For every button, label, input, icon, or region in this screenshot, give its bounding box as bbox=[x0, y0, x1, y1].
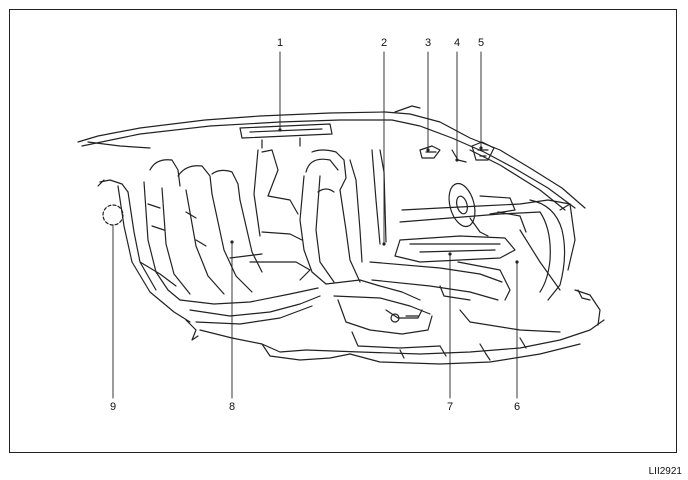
callout-8: 8 bbox=[228, 401, 236, 413]
callout-3: 3 bbox=[424, 37, 432, 49]
callout-5: 5 bbox=[477, 37, 485, 49]
sunroof bbox=[239, 123, 333, 139]
floor bbox=[199, 309, 605, 365]
roof bbox=[77, 105, 586, 209]
front-seat bbox=[299, 149, 441, 349]
callout-4: 4 bbox=[453, 37, 461, 49]
rear-seats bbox=[143, 159, 321, 325]
figure-code: LII2921 bbox=[648, 466, 682, 477]
cargo-area bbox=[97, 179, 199, 341]
figure-frame bbox=[9, 9, 677, 453]
doors bbox=[253, 149, 387, 245]
item-9-marker bbox=[102, 204, 124, 226]
callout-6: 6 bbox=[513, 401, 521, 413]
dashboard bbox=[399, 149, 601, 326]
callout-9: 9 bbox=[109, 401, 117, 413]
callout-2: 2 bbox=[380, 37, 388, 49]
callout-1: 1 bbox=[276, 37, 284, 49]
steering-wheel bbox=[448, 182, 476, 228]
callout-7: 7 bbox=[446, 401, 454, 413]
center-console bbox=[369, 235, 516, 301]
leader-lines bbox=[112, 51, 518, 399]
